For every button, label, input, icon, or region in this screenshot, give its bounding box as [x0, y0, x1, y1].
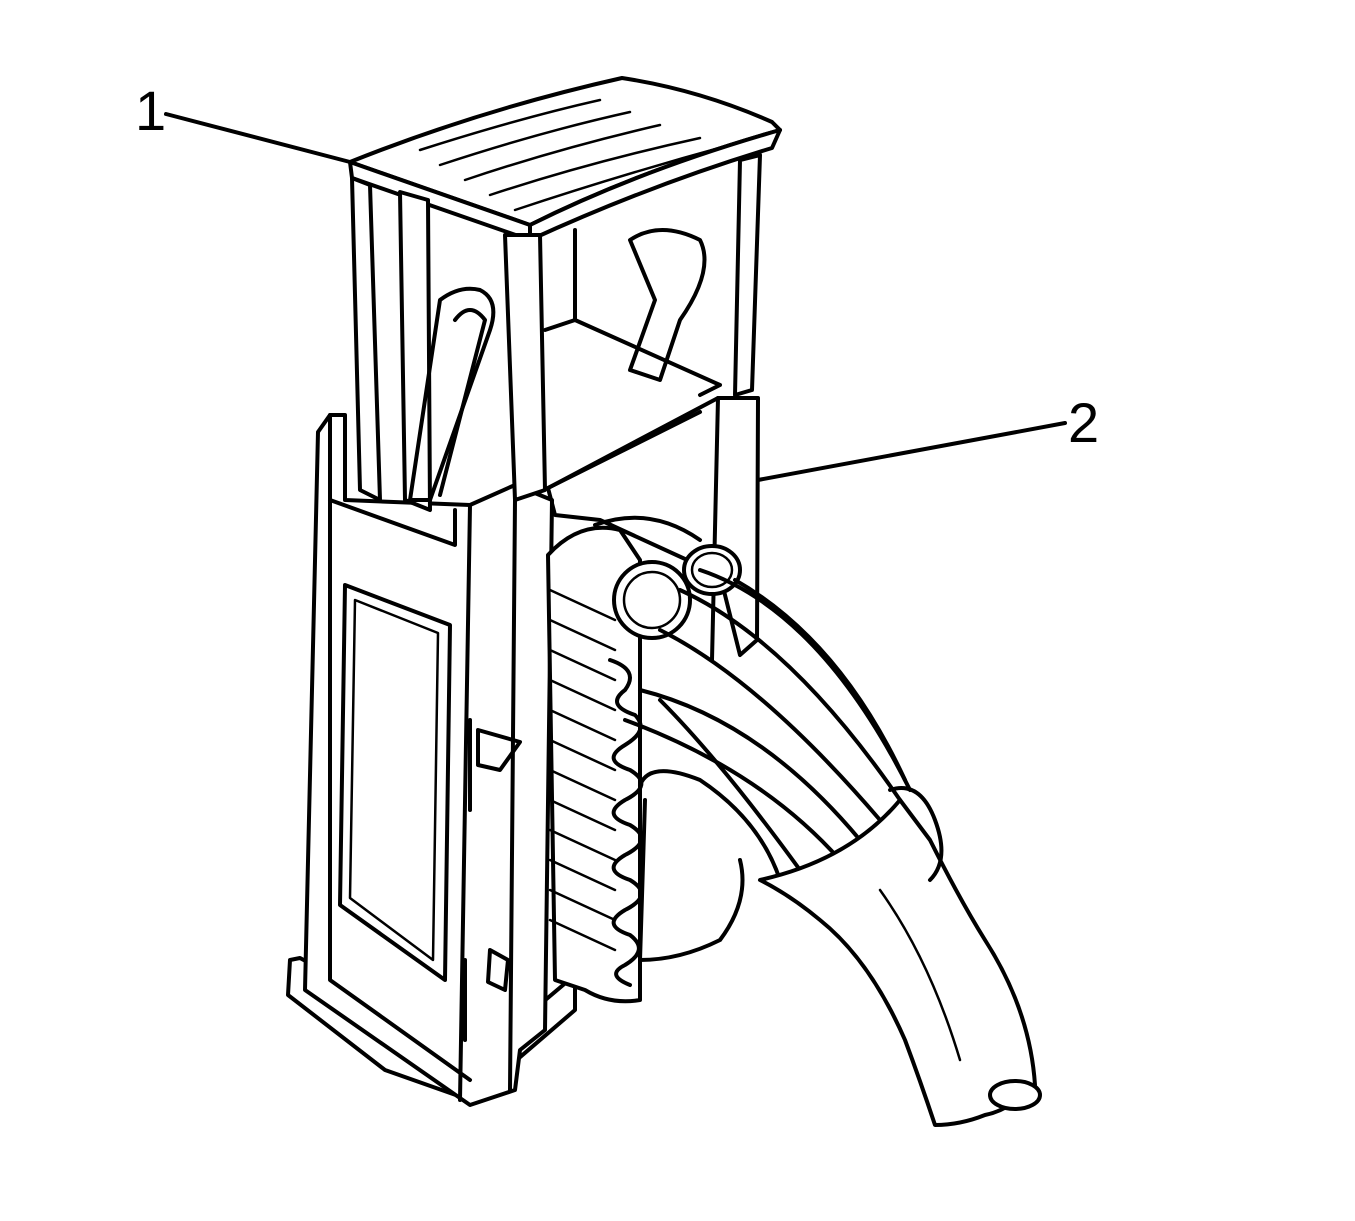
connector-housing	[286, 396, 760, 1107]
callout-2: 2	[756, 391, 1099, 482]
callout-label-2: 2	[1068, 391, 1099, 454]
callout-1: 1	[135, 79, 352, 164]
wire-harness	[546, 515, 1042, 1127]
slide-lock	[348, 76, 782, 512]
leader-line-2	[756, 421, 1067, 482]
callout-label-1: 1	[135, 79, 166, 142]
leader-line-1	[164, 112, 352, 164]
